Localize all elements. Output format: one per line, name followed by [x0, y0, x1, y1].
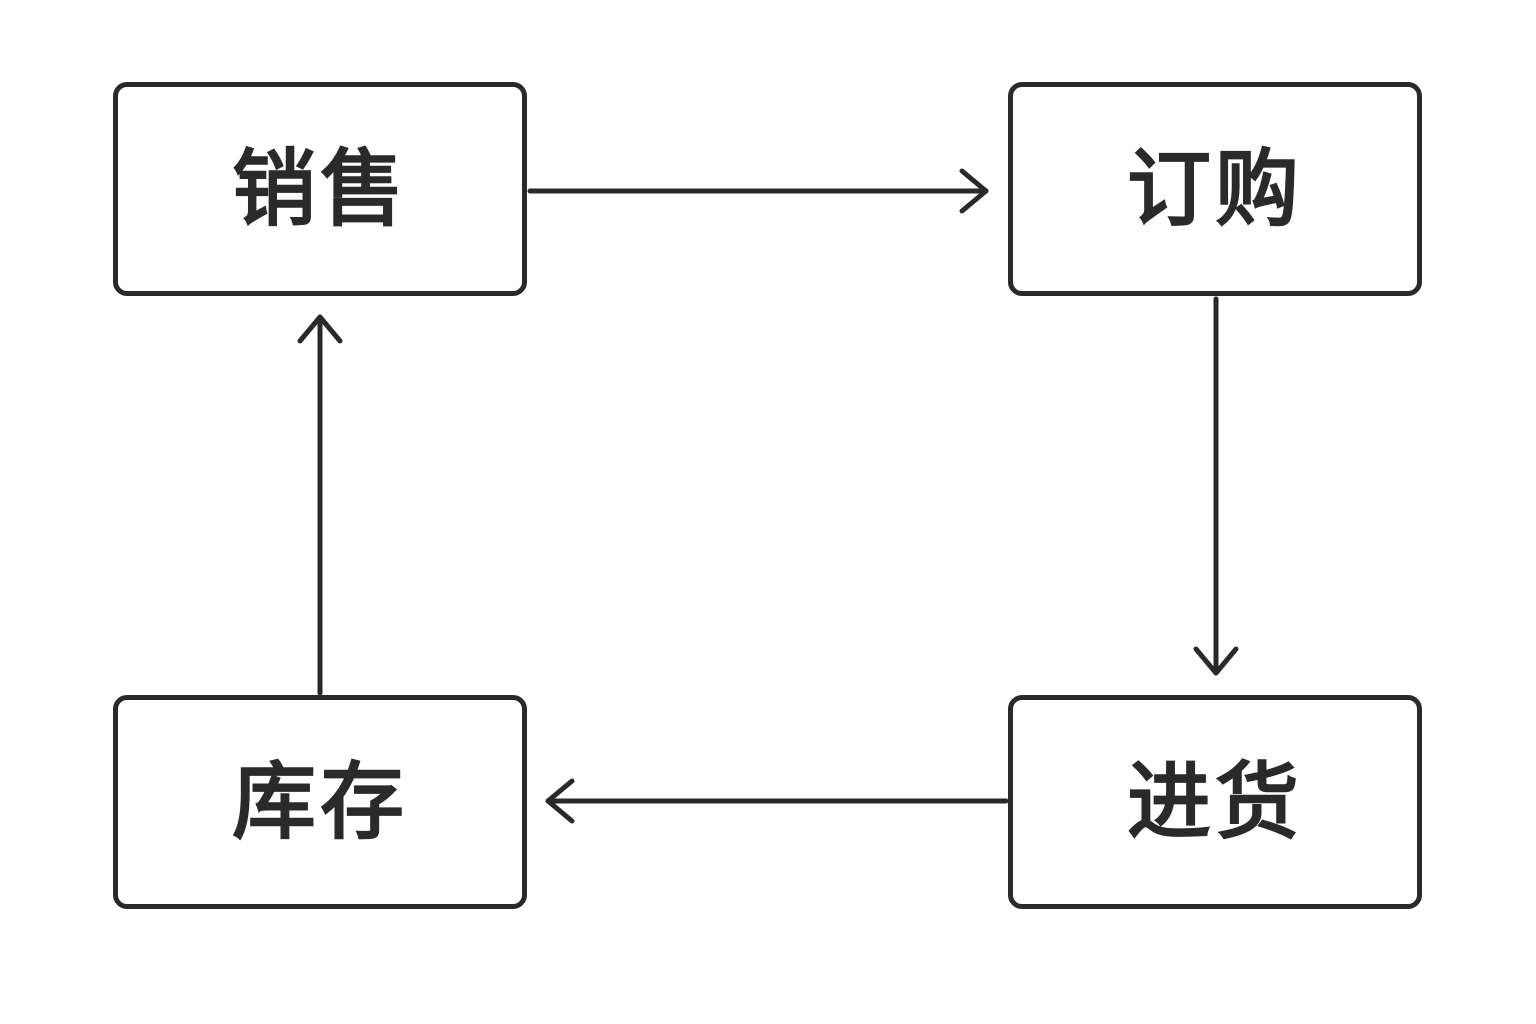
node-inventory: 库存 — [113, 695, 527, 909]
edge-inventory-to-sales — [297, 314, 343, 696]
node-order-label: 订购 — [1126, 140, 1303, 238]
node-order: 订购 — [1008, 82, 1422, 296]
node-sales-label: 销售 — [231, 140, 408, 238]
node-inventory-label: 库存 — [231, 753, 408, 851]
node-sales: 销售 — [113, 82, 527, 296]
edge-receiving-to-inventory — [545, 778, 1009, 824]
edge-sales-to-order — [527, 168, 989, 214]
node-receiving: 进货 — [1008, 695, 1422, 909]
node-receiving-label: 进货 — [1126, 753, 1303, 851]
edge-order-to-receiving — [1193, 296, 1239, 676]
